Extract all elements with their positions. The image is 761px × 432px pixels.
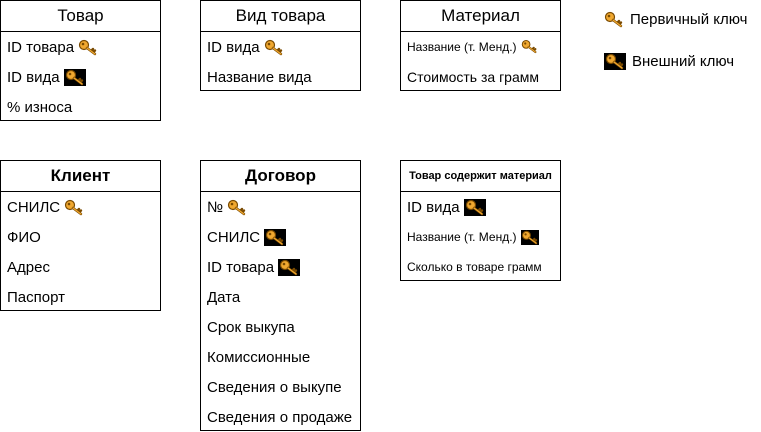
entity-vid-tovara: Вид товара ID вида Название вида: [200, 0, 361, 91]
foreign-key-icon: [520, 229, 539, 245]
field-label: Срок выкупа: [207, 318, 295, 336]
field-row: Дата: [201, 282, 360, 312]
entity-klient: Клиент СНИЛС ФИО Адрес Паспорт: [0, 160, 161, 311]
field-label: Сведения о выкупе: [207, 378, 342, 396]
field-row: ФИО: [1, 222, 160, 252]
field-row: Срок выкупа: [201, 312, 360, 342]
field-row: Сведения о выкупе: [201, 372, 360, 402]
field-label: СНИЛС: [207, 228, 261, 246]
field-label: ФИО: [7, 228, 41, 246]
entity-dogovor: Договор № СНИЛС ID товара Дата Срок выку…: [200, 160, 361, 431]
field-row: ID вида: [201, 32, 360, 62]
field-label: Сведения о продаже: [207, 408, 353, 426]
key-icon: [521, 39, 538, 56]
field-row: Название вида: [201, 62, 360, 92]
field-label: ID товара: [207, 258, 275, 276]
field-label: Дата: [207, 288, 241, 306]
entity-tovar: Товар ID товара ID вида % износа: [0, 0, 161, 121]
field-label: Название (т. Менд.): [407, 40, 517, 54]
field-row: СНИЛС: [1, 192, 160, 222]
entity-tovar-soderzhit-material: Товар содержит материал ID вида Название…: [400, 160, 561, 281]
field-row: СНИЛС: [201, 222, 360, 252]
entity-title: Товар содержит материал: [401, 161, 560, 192]
field-row: Комиссионные: [201, 342, 360, 372]
key-icon: [604, 11, 624, 28]
field-row: ID товара: [1, 32, 160, 62]
field-row: Сколько в товаре грамм: [401, 252, 560, 282]
key-icon: [264, 39, 284, 56]
field-row: №: [201, 192, 360, 222]
field-row: Сведения о продаже: [201, 402, 360, 432]
field-label: СНИЛС: [7, 198, 61, 216]
field-label: Название вида: [207, 68, 312, 86]
field-row: Название (т. Менд.): [401, 222, 560, 252]
entity-material: Материал Название (т. Менд.) Стоимость з…: [400, 0, 561, 91]
field-label: Стоимость за грамм: [407, 69, 540, 85]
entity-title: Клиент: [1, 161, 160, 192]
foreign-key-icon: [264, 228, 287, 246]
legend-foreign-key: Внешний ключ: [604, 53, 734, 70]
entity-title: Вид товара: [201, 1, 360, 32]
foreign-key-icon: [604, 53, 626, 70]
legend-primary-key: Первичный ключ: [604, 11, 747, 28]
foreign-key-icon: [278, 258, 301, 276]
key-icon: [64, 199, 84, 216]
field-label: Паспорт: [7, 288, 65, 306]
entity-title: Договор: [201, 161, 360, 192]
field-label: Комиссионные: [207, 348, 311, 366]
field-label: ID вида: [207, 38, 260, 56]
field-row: ID товара: [201, 252, 360, 282]
field-label: ID товара: [7, 38, 75, 56]
field-label: Сколько в товаре грамм: [407, 260, 542, 274]
field-row: Стоимость за грамм: [401, 62, 560, 92]
field-label: % износа: [7, 98, 73, 116]
field-row: Название (т. Менд.): [401, 32, 560, 62]
field-row: ID вида: [1, 62, 160, 92]
legend-label: Первичный ключ: [630, 11, 748, 28]
foreign-key-icon: [63, 68, 86, 86]
entity-title: Материал: [401, 1, 560, 32]
field-label: Адрес: [7, 258, 50, 276]
field-label: Название (т. Менд.): [407, 230, 517, 244]
entity-title: Товар: [1, 1, 160, 32]
field-label: ID вида: [407, 198, 460, 216]
field-label: ID вида: [7, 68, 60, 86]
field-row: ID вида: [401, 192, 560, 222]
key-icon: [227, 199, 247, 216]
field-row: Паспорт: [1, 282, 160, 312]
field-row: % износа: [1, 92, 160, 122]
key-icon: [78, 39, 98, 56]
field-label: №: [207, 198, 224, 216]
legend-label: Внешний ключ: [632, 53, 735, 70]
foreign-key-icon: [463, 198, 486, 216]
field-row: Адрес: [1, 252, 160, 282]
